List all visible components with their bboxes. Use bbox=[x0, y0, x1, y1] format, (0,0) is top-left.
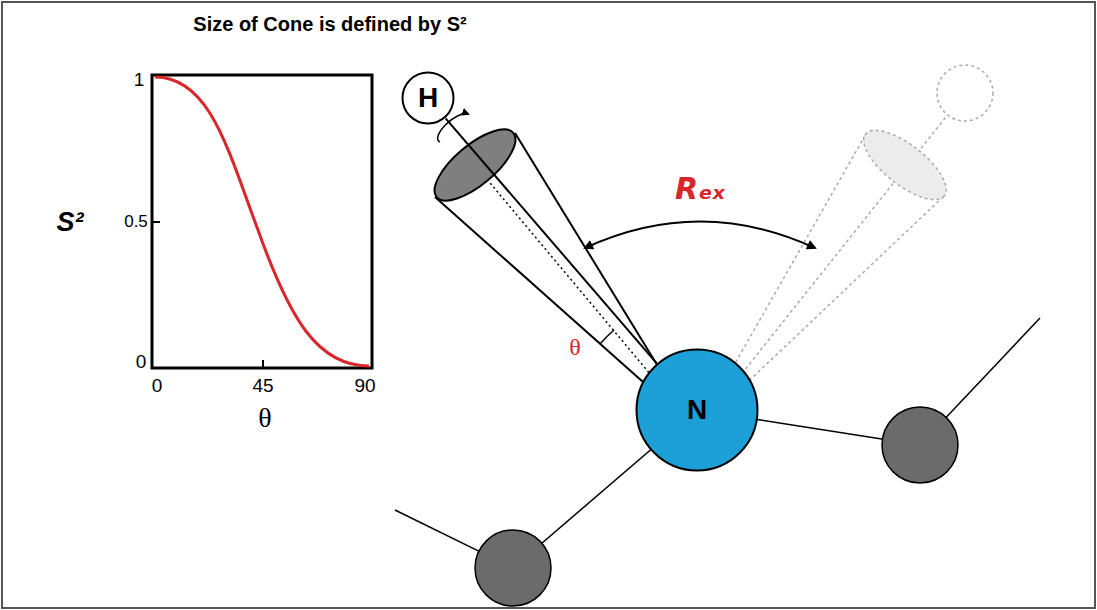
n-h-bond bbox=[446, 118, 657, 363]
axis-tick-label: 1 bbox=[134, 69, 145, 91]
exchange-label: Rₑₓ bbox=[675, 171, 725, 206]
axis-tick-label: 0.5 bbox=[124, 212, 148, 232]
diagram-title: Size of Cone is defined by S² bbox=[193, 13, 466, 36]
axis-title: θ bbox=[258, 402, 271, 434]
nitrogen-atom: N bbox=[635, 348, 759, 472]
axis-tick-label: 90 bbox=[354, 375, 375, 397]
atom-symbol: H bbox=[418, 82, 438, 114]
atom bbox=[475, 530, 551, 606]
exchange-arrow bbox=[585, 222, 815, 249]
hydrogen-atom: H bbox=[401, 71, 455, 125]
atom-symbol: N bbox=[687, 394, 707, 426]
ghost-h-atom bbox=[937, 65, 993, 121]
order-parameter-curve bbox=[155, 77, 369, 366]
tick bbox=[262, 360, 264, 368]
ghost-cone-base bbox=[853, 118, 956, 211]
axis-tick-label: 45 bbox=[252, 375, 273, 397]
angle-arc bbox=[600, 330, 614, 344]
angle-label: θ bbox=[569, 334, 581, 361]
axis-tick-label: 0 bbox=[152, 375, 163, 397]
plot-frame bbox=[152, 75, 372, 368]
tick bbox=[152, 221, 160, 223]
atom bbox=[882, 407, 958, 483]
axis-tick-label: 0 bbox=[136, 351, 147, 373]
axis-title: S² bbox=[57, 207, 84, 238]
